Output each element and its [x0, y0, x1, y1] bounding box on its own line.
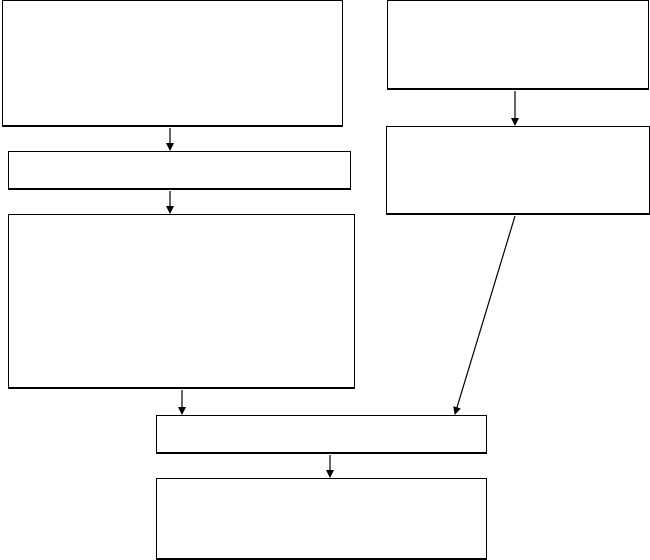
flow-box-c [8, 151, 351, 190]
flow-box-a [2, 0, 343, 127]
flow-box-e [8, 214, 355, 389]
arrow-d-to-f [453, 215, 516, 415]
flow-box-f [156, 415, 487, 454]
flow-box-b [387, 0, 649, 90]
flow-box-d [386, 126, 650, 215]
flow-box-g [156, 478, 487, 560]
